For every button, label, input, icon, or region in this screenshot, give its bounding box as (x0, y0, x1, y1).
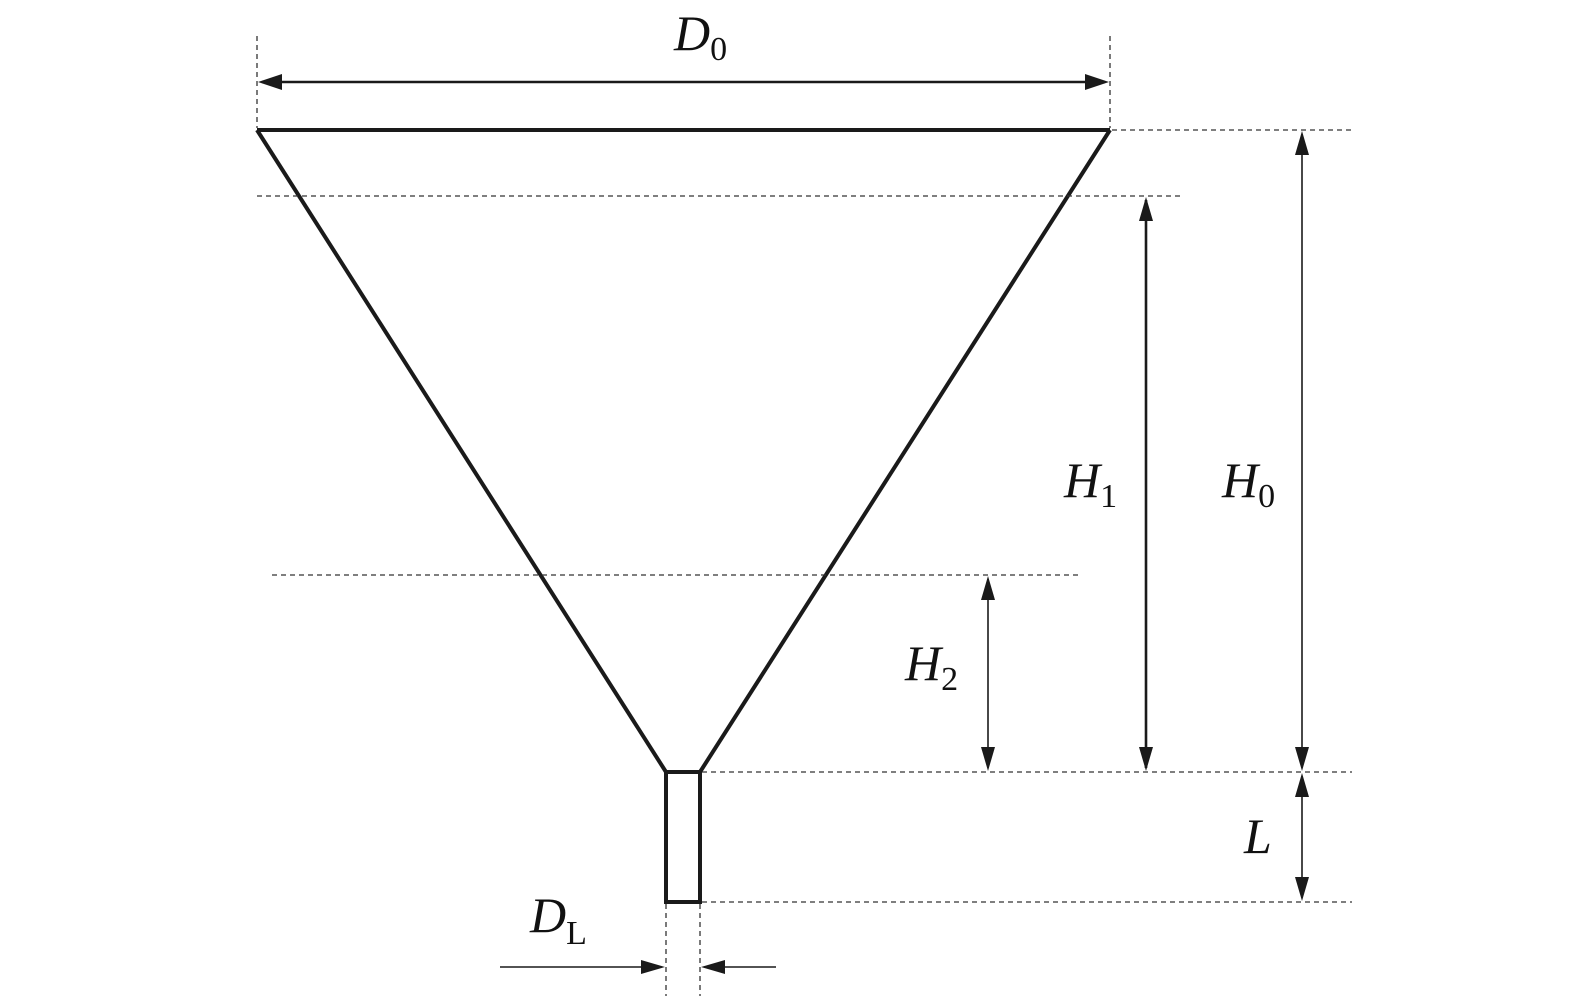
h1-label: H1 (1063, 452, 1117, 515)
d0-dimension: D0 (258, 5, 1109, 90)
dl-left-arrow (641, 960, 665, 974)
funnel-spout (664, 770, 702, 904)
dl-dimension: DL (500, 887, 776, 974)
l-dimension: L (1243, 773, 1309, 901)
h1-dimension: H1 (1063, 197, 1153, 771)
d0-label: D0 (673, 5, 727, 68)
funnel-left-wall (255, 128, 668, 774)
l-bottom-arrow (1295, 877, 1309, 901)
h1-bottom-arrow (1139, 747, 1153, 771)
dl-label: DL (529, 887, 587, 952)
h1-top-arrow (1139, 197, 1153, 221)
reference-lines (256, 36, 1352, 996)
h0-label: H0 (1221, 452, 1275, 515)
funnel-body (255, 128, 1112, 904)
h2-top-arrow (981, 576, 995, 600)
l-label: L (1243, 808, 1272, 864)
h0-dimension: H0 (1221, 131, 1309, 771)
dl-right-arrow (701, 960, 725, 974)
h0-top-arrow (1295, 131, 1309, 155)
l-top-arrow (1295, 773, 1309, 797)
d0-left-arrow (258, 74, 282, 90)
h2-dimension: H2 (904, 576, 995, 771)
h2-label: H2 (904, 635, 958, 698)
h2-bottom-arrow (981, 747, 995, 771)
funnel-right-wall (698, 128, 1112, 774)
d0-right-arrow (1085, 74, 1109, 90)
h0-bottom-arrow (1295, 747, 1309, 771)
